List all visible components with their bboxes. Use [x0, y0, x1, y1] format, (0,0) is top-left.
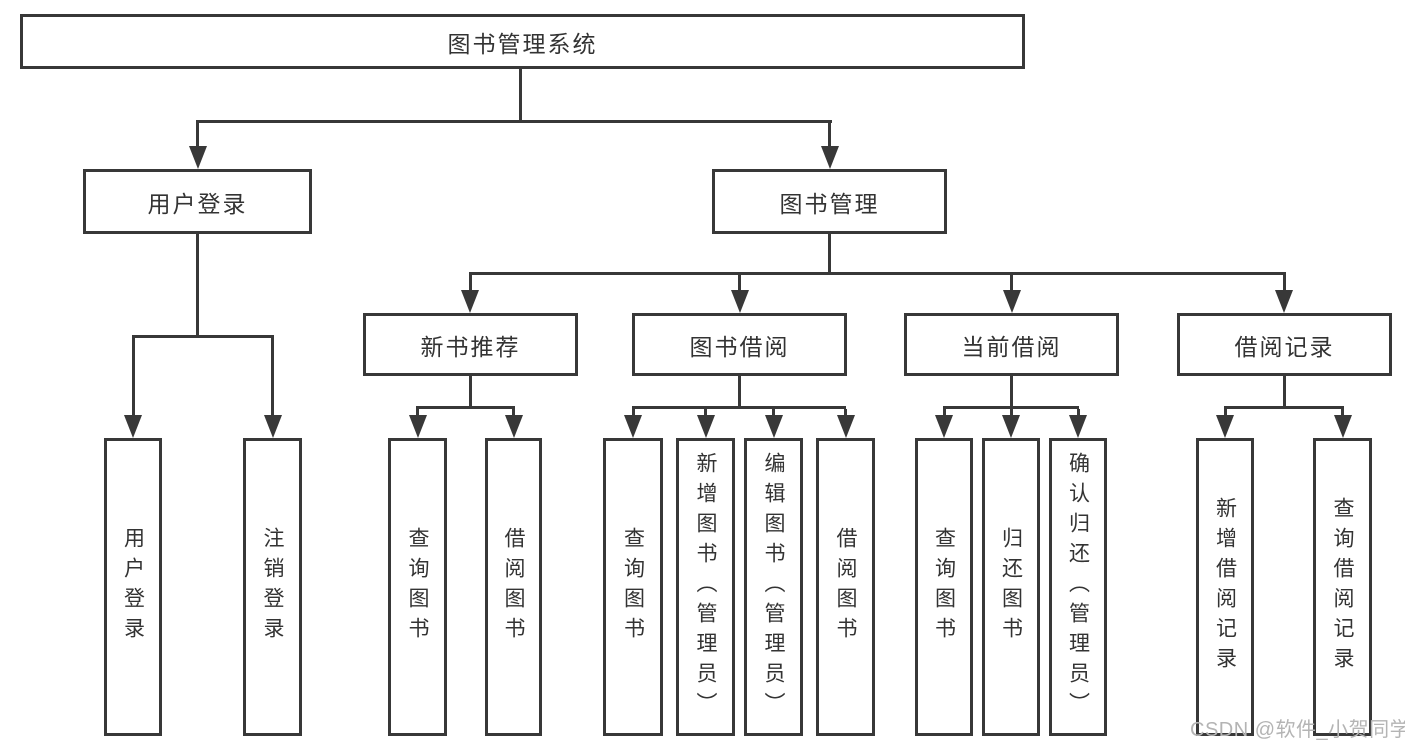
connector-line	[632, 406, 846, 409]
arrowhead-down-icon	[731, 290, 749, 313]
node-borrowing-records: 借阅记录	[1177, 313, 1392, 376]
node-label: 图书管理	[779, 190, 880, 217]
node-nb-borrow-books: 借阅图书	[485, 438, 542, 736]
watermark: CSDN @软件_小贺同学	[1190, 719, 1405, 741]
connector-line	[772, 409, 775, 419]
connector-line	[196, 234, 199, 337]
connector-line	[196, 123, 199, 149]
node-bb-edit-books-admin: 编辑图书（管理员）	[744, 438, 803, 736]
node-label: 图书借阅	[689, 333, 790, 360]
arrowhead-down-icon	[1334, 415, 1352, 438]
node-cb-return-books: 归还图书	[982, 438, 1040, 736]
node-label: 新增借阅记录	[1213, 497, 1237, 677]
arrowhead-down-icon	[837, 415, 855, 438]
node-label: 新书推荐	[420, 333, 521, 360]
connector-line	[1224, 409, 1227, 419]
node-user-login: 用户登录	[83, 169, 312, 234]
connector-line	[469, 275, 472, 293]
node-logout-action: 注销登录	[243, 438, 302, 736]
connector-line	[828, 123, 831, 149]
arrowhead-down-icon	[1002, 415, 1020, 438]
arrowhead-down-icon	[697, 415, 715, 438]
connector-line	[271, 338, 274, 416]
node-new-book-recommend: 新书推荐	[363, 313, 578, 376]
connector-line	[632, 409, 635, 419]
connector-line	[416, 409, 419, 419]
arrowhead-down-icon	[821, 146, 839, 169]
arrowhead-down-icon	[124, 415, 142, 438]
node-cb-confirm-return-admin: 确认归还（管理员）	[1049, 438, 1107, 736]
connector-line	[844, 409, 847, 419]
arrowhead-down-icon	[189, 146, 207, 169]
connector-line	[943, 409, 946, 419]
arrowhead-down-icon	[935, 415, 953, 438]
node-br-add-record: 新增借阅记录	[1196, 438, 1254, 736]
connector-line	[738, 376, 741, 408]
connector-line	[1283, 275, 1286, 293]
connector-line	[1077, 409, 1080, 419]
node-label: 查询借阅记录	[1331, 497, 1354, 677]
connector-line	[416, 406, 515, 409]
connector-line	[1010, 275, 1013, 293]
connector-line	[1341, 409, 1344, 419]
arrowhead-down-icon	[624, 415, 642, 438]
node-label: 查询图书	[932, 527, 956, 647]
node-bb-add-books-admin: 新增图书（管理员）	[676, 438, 735, 736]
node-nb-query-books: 查询图书	[388, 438, 447, 736]
arrowhead-down-icon	[264, 415, 282, 438]
node-user-login-action: 用户登录	[104, 438, 162, 736]
node-label: 借阅图书	[502, 527, 525, 647]
connector-line	[469, 272, 1286, 275]
node-label: 借阅记录	[1234, 333, 1335, 360]
connector-line	[738, 275, 741, 293]
node-current-borrowing: 当前借阅	[904, 313, 1119, 376]
arrowhead-down-icon	[1069, 415, 1087, 438]
connector-line	[196, 120, 832, 123]
node-label: 当前借阅	[961, 333, 1062, 360]
node-book-borrowing: 图书借阅	[632, 313, 847, 376]
node-label: 新增图书（管理员）	[694, 452, 717, 722]
arrowhead-down-icon	[505, 415, 523, 438]
node-root: 图书管理系统	[20, 14, 1025, 69]
connector-line	[132, 335, 274, 338]
node-br-query-record: 查询借阅记录	[1313, 438, 1372, 736]
connector-line	[512, 409, 515, 419]
connector-line	[469, 376, 472, 408]
connector-line	[1224, 406, 1344, 409]
arrowhead-down-icon	[1216, 415, 1234, 438]
connector-line	[1010, 376, 1013, 408]
node-label: 查询图书	[621, 527, 645, 647]
node-cb-query-books: 查询图书	[915, 438, 973, 736]
node-label: 编辑图书（管理员）	[762, 452, 785, 722]
node-label: 查询图书	[406, 527, 429, 647]
connector-line	[943, 406, 1079, 409]
connector-line	[1283, 376, 1286, 408]
node-label: 归还图书	[999, 527, 1023, 647]
connector-line	[828, 234, 831, 275]
node-bb-borrow-books: 借阅图书	[816, 438, 875, 736]
arrowhead-down-icon	[461, 290, 479, 313]
arrowhead-down-icon	[1003, 290, 1021, 313]
node-label: 用户登录	[121, 527, 145, 647]
connector-line	[1010, 409, 1013, 419]
arrowhead-down-icon	[409, 415, 427, 438]
node-label: 用户登录	[147, 190, 248, 217]
node-label: 借阅图书	[834, 527, 857, 647]
node-label: 确认归还（管理员）	[1066, 452, 1090, 722]
node-label: 注销登录	[261, 527, 284, 647]
connector-line	[132, 338, 135, 416]
connector-line	[704, 409, 707, 419]
arrowhead-down-icon	[765, 415, 783, 438]
arrowhead-down-icon	[1275, 290, 1293, 313]
node-book-management: 图书管理	[712, 169, 947, 234]
node-bb-query-books: 查询图书	[603, 438, 663, 736]
connector-line	[519, 68, 522, 123]
node-label: 图书管理系统	[447, 30, 598, 57]
